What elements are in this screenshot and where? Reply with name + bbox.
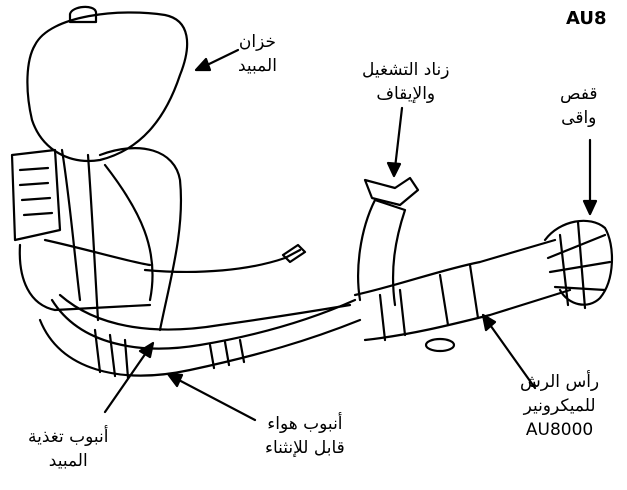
trigger: [365, 178, 418, 205]
tank-arrow: [205, 50, 238, 66]
outlet-tube: [355, 240, 555, 295]
feed-tube: [60, 295, 350, 330]
tank-body: [27, 13, 187, 161]
frame-base: [20, 245, 150, 310]
strap: [105, 165, 153, 300]
air-tube-arrow: [175, 378, 255, 420]
switch-arrow: [395, 108, 402, 168]
cord: [145, 250, 300, 272]
top-right-model-text: AU8: [566, 8, 607, 29]
engine-box: [12, 150, 60, 240]
